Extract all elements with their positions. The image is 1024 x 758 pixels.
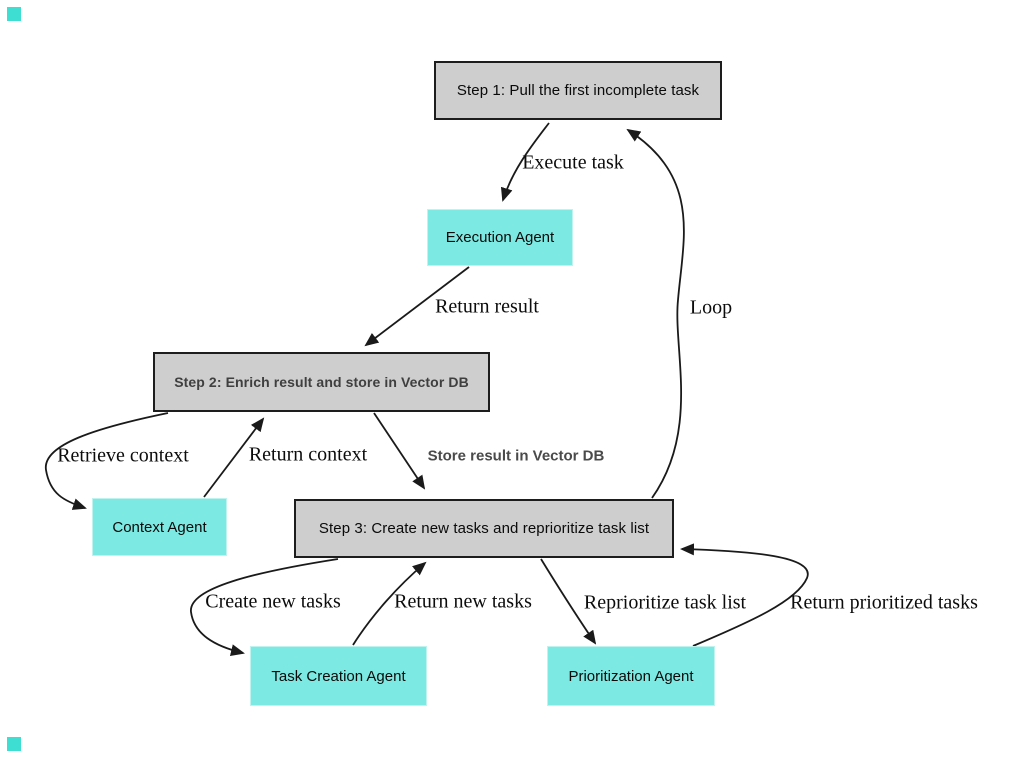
edge-label-return-result: Return result	[435, 295, 539, 318]
edge-label-loop: Loop	[689, 296, 733, 319]
node-prioritization-agent: Prioritization Agent	[547, 646, 715, 706]
edge-store-result	[373, 412, 426, 490]
edge-return-context	[203, 417, 265, 498]
node-step-1: Step 1: Pull the first incomplete task	[434, 61, 722, 120]
edge-label-create-new-tasks: Create new tasks	[205, 590, 341, 613]
edge-label-return-context: Return context	[248, 443, 368, 466]
edge-loop	[626, 128, 685, 499]
node-step-1-label: Step 1: Pull the first incomplete task	[456, 82, 700, 99]
node-step-3-label: Step 3: Create new tasks and reprioritiz…	[318, 520, 650, 537]
edge-label-execute-task: Execute task	[522, 151, 624, 174]
node-context-agent-label: Context Agent	[112, 518, 207, 536]
edge-return-result	[364, 266, 470, 347]
node-step-3: Step 3: Create new tasks and reprioritiz…	[294, 499, 674, 558]
node-prioritization-agent-label: Prioritization Agent	[568, 667, 694, 685]
node-execution-agent-label: Execution Agent	[445, 229, 555, 246]
node-step-2-label: Step 2: Enrich result and store in Vecto…	[174, 374, 469, 390]
node-task-creation-agent-label: Task Creation Agent	[271, 667, 406, 685]
edge-retrieve-context	[45, 412, 169, 510]
edge-label-return-new-tasks: Return new tasks	[394, 590, 532, 613]
edge-label-reprioritize-task-list: Reprioritize task list	[583, 591, 747, 614]
edge-reprioritize-task-list	[540, 558, 597, 645]
node-step-2: Step 2: Enrich result and store in Vecto…	[153, 352, 490, 412]
edge-label-return-prioritized-tasks: Return prioritized tasks	[790, 591, 978, 614]
edge-create-new-tasks	[190, 558, 339, 657]
edge-return-new-tasks	[352, 561, 427, 646]
corner-marker-bottom-left	[7, 737, 21, 751]
edge-return-prioritized-tasks	[680, 543, 809, 647]
node-task-creation-agent: Task Creation Agent	[250, 646, 427, 706]
node-execution-agent: Execution Agent	[427, 209, 573, 266]
edge-execute-task	[500, 122, 550, 202]
edge-label-retrieve-context: Retrieve context	[57, 444, 189, 467]
edge-label-store-result: Store result in Vector DB	[427, 447, 605, 465]
corner-marker-top-left	[7, 7, 21, 21]
node-context-agent: Context Agent	[92, 498, 227, 556]
